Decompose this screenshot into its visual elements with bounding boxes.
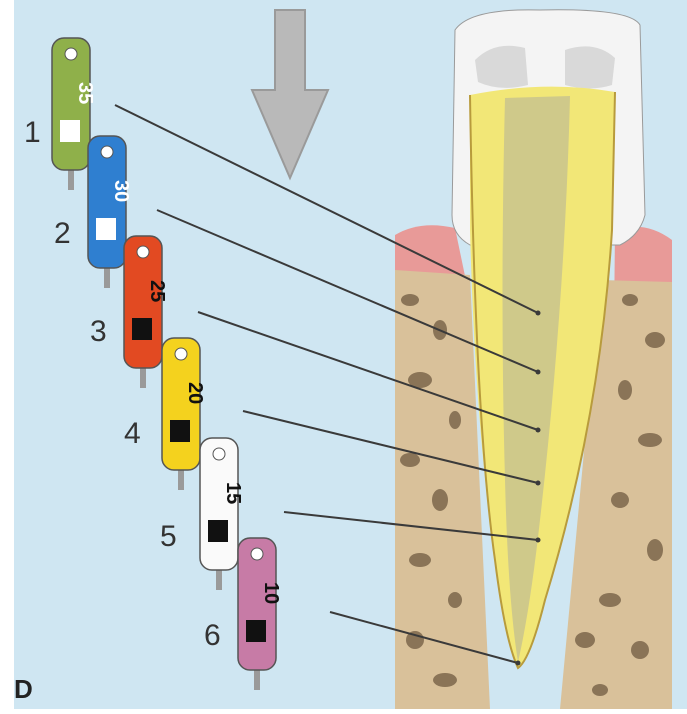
bone-spot [400,453,420,467]
file-size-label: 15 [222,482,244,504]
bone-spot [622,294,638,306]
bone-spot [638,433,662,447]
pointer-tip-2 [536,370,541,375]
pointer-tip-1 [536,311,541,316]
file-handle-notch [175,348,187,360]
bone-spot [599,593,621,607]
file-handle-notch [137,246,149,258]
step-number-6: 6 [204,619,221,652]
bone-spot [611,492,629,508]
pointer-tip-6 [516,661,521,666]
file-size-label: 30 [110,180,132,202]
file-stopper [246,620,266,642]
bone-spot [618,380,632,400]
bone-spot [645,332,665,348]
file-handle-notch [101,146,113,158]
file-stopper [170,420,190,442]
file-stopper [60,120,80,142]
pointer-tip-5 [536,538,541,543]
step-number-5: 5 [160,520,177,553]
step-number-2: 2 [54,217,71,250]
pointer-tip-3 [536,428,541,433]
bone-spot [647,539,663,561]
file-handle-notch [213,448,225,460]
file-size-label: 35 [74,82,96,104]
bone-spot [592,684,608,696]
step-number-3: 3 [90,315,107,348]
bone-spot [575,632,595,648]
step-number-4: 4 [124,417,141,450]
file-stopper [208,520,228,542]
file-size-label: 10 [260,582,282,604]
bone-spot [449,411,461,429]
bone-spot [631,641,649,659]
bone-spot [448,592,462,608]
bone-spot [432,489,448,511]
file-size-label: 25 [146,280,168,302]
file-stopper [132,318,152,340]
file-size-label: 20 [184,382,206,404]
file-handle-notch [65,48,77,60]
step-number-1: 1 [24,116,41,149]
pointer-tip-4 [536,481,541,486]
panel-letter: D [14,674,33,704]
file-handle-notch [251,548,263,560]
bone-spot [409,553,431,567]
bone-spot [433,673,457,687]
file-stopper [96,218,116,240]
bone-spot [401,294,419,306]
